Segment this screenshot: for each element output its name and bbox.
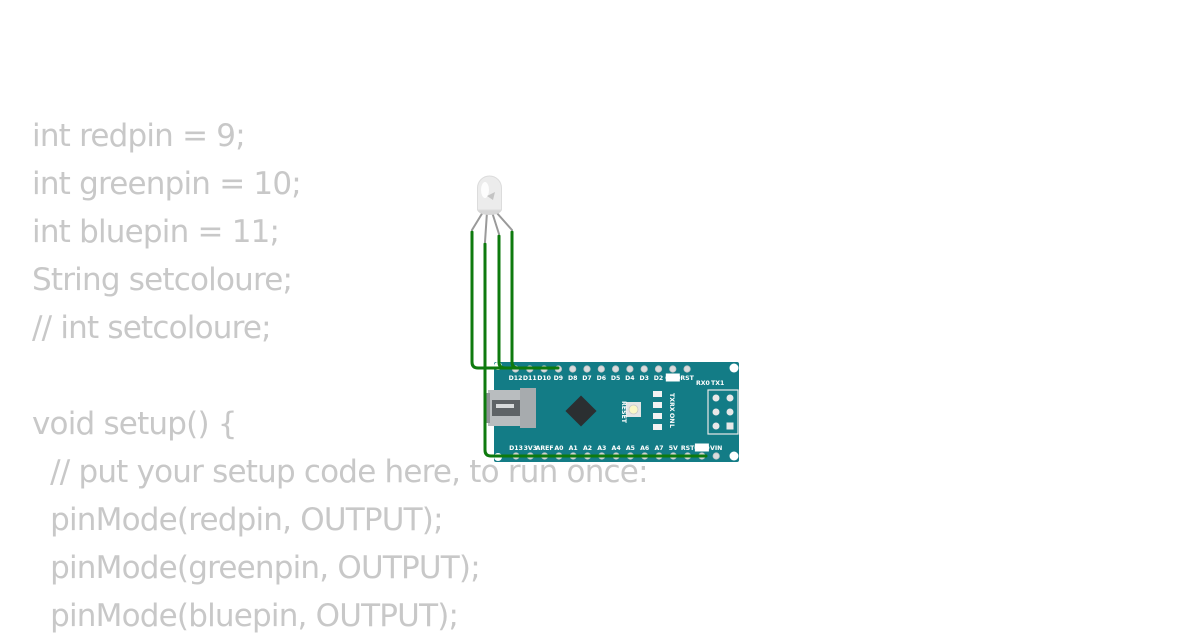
side-label: L <box>668 424 675 428</box>
wires[interactable] <box>470 230 708 458</box>
serial-label: TX1 <box>711 380 724 387</box>
board-pcb <box>494 362 739 462</box>
code-line: void setup() { <box>32 406 238 442</box>
pin-d2[interactable] <box>654 365 663 373</box>
pin-label-gnd: GND <box>665 375 680 382</box>
pin-label-a1: A1 <box>569 445 578 452</box>
pin-label-d10: D10 <box>537 375 551 382</box>
pin-label-gnd: GND <box>694 445 709 452</box>
pin-label-rst: RST <box>680 375 694 382</box>
side-label: RX <box>668 402 675 412</box>
pin-d5[interactable] <box>611 365 620 373</box>
pin-label-highlight <box>665 373 680 382</box>
led-highlight <box>481 182 489 198</box>
pin-label-d9: D9 <box>554 375 563 382</box>
pin-label-d2: D2 <box>654 375 663 382</box>
pin-d7[interactable] <box>583 365 591 373</box>
code-line: int redpin = 9; <box>32 118 246 154</box>
pin-label-d8: D8 <box>568 375 577 382</box>
mount-hole <box>729 363 739 373</box>
pin-label-d12: D12 <box>509 375 523 382</box>
rx-led <box>653 402 662 408</box>
reset-button[interactable] <box>626 402 641 417</box>
pin-label-d4: D4 <box>625 375 635 382</box>
wire-common[interactable] <box>483 242 708 458</box>
led-die <box>487 192 495 200</box>
icsp-header <box>707 389 739 435</box>
pin-d6[interactable] <box>597 365 605 373</box>
side-label: ON <box>668 413 675 423</box>
pin-label-a0: A0 <box>554 445 564 452</box>
code-line: pinMode(redpin, OUTPUT); <box>32 502 443 538</box>
reset-label: RESET <box>620 401 627 424</box>
wire-red[interactable] <box>470 230 560 370</box>
mount-hole <box>729 451 739 461</box>
l-led <box>653 424 662 430</box>
code-line: // int setcoloure; <box>32 310 272 346</box>
tx-led <box>653 391 662 397</box>
code-line: pinMode(bluepin, OUTPUT); <box>32 598 459 634</box>
pin-label-vin: VIN <box>710 445 722 452</box>
pin-label-a3: A3 <box>597 445 606 452</box>
code-line: int greenpin = 10; <box>32 166 302 202</box>
pin-label-5v: 5V <box>669 445 678 452</box>
code-line: String setcoloure; <box>32 262 293 298</box>
pin-label-a6: A6 <box>640 445 649 452</box>
pin-label-a2: A2 <box>583 445 592 452</box>
wire-blue[interactable] <box>510 230 532 370</box>
pin-label-rst: RST <box>681 445 695 452</box>
pin-label-d5: D5 <box>611 375 620 382</box>
pin-rst[interactable] <box>683 365 691 373</box>
pin-label-a7: A7 <box>654 445 663 452</box>
side-label: TX <box>668 393 675 402</box>
led-dome <box>477 175 502 211</box>
code-line: int bluepin = 11; <box>32 214 280 250</box>
pin-label-d7: D7 <box>582 375 591 382</box>
code-line: // put your setup code here, to run once… <box>32 454 648 490</box>
pin-label-aref: AREF <box>536 445 554 452</box>
pin-label-d13: D13 <box>509 445 523 452</box>
pin-label-d3: D3 <box>639 375 648 382</box>
led-legs <box>471 211 513 243</box>
code-line: pinMode(greenpin, OUTPUT); <box>32 550 481 586</box>
rgb-led[interactable] <box>471 175 513 243</box>
pin-label-a4: A4 <box>612 445 622 452</box>
pin-label-d11: D11 <box>523 375 537 382</box>
pin-label-highlight <box>694 443 709 452</box>
pin-d3[interactable] <box>640 365 648 373</box>
mcu-chip <box>565 395 597 427</box>
pin-label-3v3: 3V3 <box>524 445 537 452</box>
on-led <box>653 413 662 419</box>
usb-connector <box>486 388 536 428</box>
pin-vin[interactable] <box>712 452 720 460</box>
pin-d4[interactable] <box>626 365 634 373</box>
serial-label: RX0 <box>696 380 711 387</box>
pin-gnd[interactable] <box>669 365 677 373</box>
wire-green[interactable] <box>497 234 546 370</box>
pin-d8[interactable] <box>569 365 577 373</box>
pin-label-a5: A5 <box>626 445 635 452</box>
pin-label-d6: D6 <box>597 375 606 382</box>
